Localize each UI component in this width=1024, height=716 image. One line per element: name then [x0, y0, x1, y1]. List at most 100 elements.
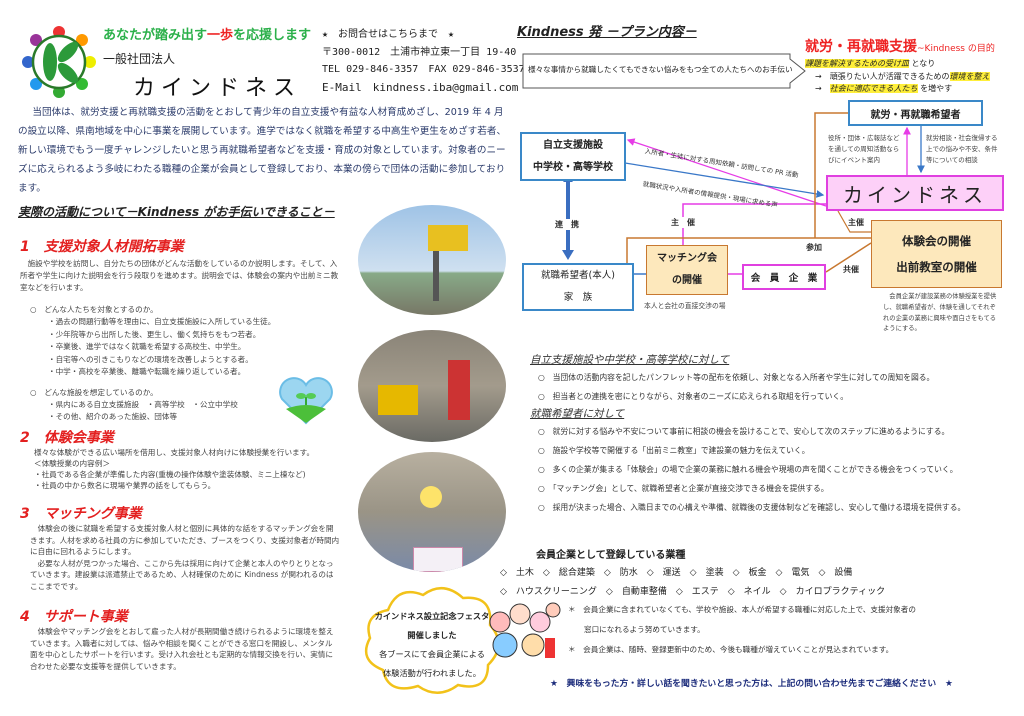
box-label: 中学校・高等学校: [533, 161, 613, 173]
section-body: 様々な体験ができる広い場所を借用し、支援対象人材向けに体験授業を行います。 ＜体験…: [34, 447, 345, 491]
footer-cta: ★ 興味をもった方・詳しい話を聞きたいと思った方は、上記の問い合わせ先までご連絡…: [550, 679, 953, 689]
section-title: 1 支援対象人材開拓事業: [20, 239, 184, 255]
plan-arrow-box: 様々な事情から就職したくてもできない悩みをもつ全ての人たちへのお手伝い: [522, 53, 808, 89]
section-title: 2 体験会事業: [20, 430, 114, 446]
list-item: ○ 担当者との連携を密にとりながら、対象者のニーズに応えられる取組を行っていく。: [538, 392, 849, 401]
section-body: 施設や学校を訪問し、自分たちの団体がどんな活動をしているのか説明します。そして、…: [20, 259, 339, 292]
goal-highlight: 課題を解決するための受け皿: [805, 59, 909, 68]
list-item: ＜体験授業の内容例＞: [34, 459, 110, 468]
person-box: 就職希望者(本人) 家 族: [522, 263, 634, 311]
pink-arrow-line: [626, 138, 827, 207]
note: ＊ 会員企業に含まれていなくても、学校や施設、本人が希望する職種に対応した上で、…: [568, 605, 916, 614]
members-box: 会 員 企 業: [742, 264, 826, 290]
section-1: 1 支援対象人材開拓事業 施設や学校を訪問し、自分たちの団体がどんな活動をしてい…: [20, 236, 340, 424]
section-body: 体験会の後に就職を希望する支援対象人材と個別に具体的な話をするマッチング会を開き…: [30, 524, 340, 556]
industries-row: ◇ ハウスクリーニング ◇ 自動車整備 ◇ エステ ◇ ネイル ◇ カイロプラク…: [500, 587, 886, 597]
intro-text: 当団体は、就労支援と再就職支援の活動をとおして青少年の自立支援や有益な人材育成め…: [18, 107, 507, 194]
org-type: 一般社団法人: [103, 52, 176, 66]
label-sanka: 参加: [806, 243, 822, 252]
list-item: ・過去の問題行動等を理由に、自立支援施設に入所している生徒。: [48, 317, 276, 326]
section-2: 2 体験会事業 様々な体験ができる広い場所を借用し、支援対象人材向けに体験授業を…: [20, 427, 345, 491]
section-body: 必要な人材が見つかった場合、ここから先は採用に向けて企業と本人のやりとりとなって…: [30, 558, 334, 591]
matching-box: マッチング会の開催: [646, 245, 728, 295]
list-item: ・卒業後、進学ではなく就職を希望する高校生、中学生。: [48, 342, 246, 351]
label-shusai: 主 催: [671, 217, 695, 228]
box-label: 自立支援施設: [543, 139, 603, 151]
festa-text: 各ブースにて会員企業による: [379, 649, 485, 659]
matching-note: 本人と会社の直接交渉の場: [644, 302, 726, 310]
box-label: 出前教室の開催: [896, 260, 977, 274]
contact-address: 〒300-0012 土浦市神立東一丁目 19-40: [322, 46, 517, 58]
industries-row: ◇ 土木 ◇ 総合建築 ◇ 防水 ◇ 運送 ◇ 塗装 ◇ 板金 ◇ 電気 ◇ 設…: [500, 568, 853, 578]
plan-title: Kindness 発 －プラン内容－: [517, 25, 697, 40]
box-label: 会 員 企 業: [750, 273, 818, 284]
section-text: 様々な体験ができる広い場所を借用し、支援対象人材向けに体験授業を行います。: [34, 448, 315, 457]
policies: 自立支援施設や中学校・高等学校に対して ○ 当団体の活動内容を記したパンフレット…: [530, 352, 965, 517]
box-label: 就労・再就職希望者: [870, 109, 961, 121]
list-item: ○ 「マッチング会」として、就職希望者と企業が直接交渉できる機会を提供する。: [538, 484, 829, 493]
festa-subtitle: 開催しました: [407, 630, 457, 640]
label-kyosai: 共催: [843, 265, 859, 274]
goal-text: となり: [909, 59, 936, 68]
label-shusai: 主催: [848, 218, 864, 227]
kindness-box: カインドネス: [826, 175, 1004, 211]
list-item: ・社員の中から数名に現場や業界の話をしてもらう。: [34, 481, 216, 490]
policy-heading: 自立支援施設や中学校・高等学校に対して: [530, 354, 730, 366]
tagline: あなたが踏み出す一歩を応援します: [103, 28, 312, 43]
facility-list: ・県内にある自立支援施設 ・高等学校 ・公立中学校・その他、紹介のあった施設、団…: [48, 399, 340, 424]
note-left: 役所・団体・広報誌などを通しての周知活動ならびにイベント案内: [828, 134, 900, 164]
contact-tel: TEL 029-846-3357 FAX 029-846-3537: [322, 64, 525, 75]
section-4: 4 サポート事業 体験会やマッチング会をとおして雇った人材が長期間働き続けられる…: [20, 606, 340, 672]
taiken-box: 体験会の開催出前教室の開催: [871, 220, 1002, 288]
goal-text: を増やす: [917, 84, 953, 93]
industries-notes: ＊ 会員企業に含まれていなくても、学校や施設、本人が希望する職種に対応した上で、…: [568, 600, 916, 660]
list-item: ・社員である各企業が準備した内容(重機の操作体験や塗装体験、ミニ上棟など): [34, 470, 306, 479]
policy-list: ○ 就労に対する悩みや不安について事前に相談の機会を設けることで、安心して次のス…: [538, 422, 965, 517]
list-item: ○ 就労に対する悩みや不安について事前に相談の機会を設けることで、安心して次のス…: [538, 427, 950, 436]
list-item: ・自宅等への引きこもりなどの環境を改善しようとする者。: [48, 354, 253, 364]
policy-heading: 就職希望者に対して: [530, 408, 625, 420]
seekers-box: 就労・再就職希望者: [848, 100, 983, 126]
goal-title: 就労・再就職支援: [805, 39, 917, 55]
box-label: の開催: [672, 275, 702, 286]
facility-box: 自立支援施設中学校・高等学校: [520, 132, 626, 181]
section-title: 4 サポート事業: [20, 609, 128, 625]
photo-crane: [358, 205, 506, 315]
box-label: 就職希望者(本人): [541, 270, 615, 281]
list-item: ○ 施設や学校等で開催する「出前ミニ教室」で建設業の魅力を伝えていく。: [538, 446, 810, 455]
note-right: 就労相談・社会復帰する上での悩みや不安、条件等についての相談: [926, 134, 998, 164]
box-label: 体験会の開催: [902, 234, 971, 248]
goal-subtitle: ~Kindness の目的: [917, 44, 995, 54]
festa-cloud: カインドネス設立記念フェスタ 開催しました 各ブースにて会員企業による 体験活動…: [358, 580, 506, 698]
section-title: 3 マッチング事業: [20, 506, 142, 522]
contact-email[interactable]: E-Mail kindness.iba@gmail.com: [322, 80, 519, 94]
list-item: ○ 当団体の活動内容を記したパンフレット等の配布を依頼し、対象となる入所者や学生…: [538, 373, 935, 382]
box-label: マッチング会: [657, 253, 717, 264]
label-renkei: 連 携: [555, 219, 579, 230]
cartoon-people-image: [485, 600, 565, 666]
industries-title: 会員企業として登録している業種: [536, 550, 686, 561]
question: ○ どんな人たちを対象とするのか。: [30, 305, 158, 314]
section-3: 3 マッチング事業 体験会の後に就職を希望する支援対象人材と個別に具体的な話をす…: [20, 503, 340, 592]
goal-highlight: 環境を整え: [949, 71, 990, 81]
heart-sprout-image: [276, 375, 336, 429]
note: ＊ 会員企業は、随時、登録更新中のため、今後も職種が増えていくことが見込まれてい…: [568, 645, 894, 654]
box-label: 家 族: [563, 292, 593, 303]
blue-arrow-line: [624, 162, 825, 198]
festa-title: カインドネス設立記念フェスタ: [374, 611, 490, 621]
target-list: ・過去の問題行動等を理由に、自立支援施設に入所している生徒。・少年院等から出所し…: [48, 316, 340, 379]
contact: ★ お問合せはこちらまで ★ 〒300-0012 土浦市神立東一丁目 19-40…: [322, 26, 525, 96]
list-item: ○ 採用が決まった場合、入職日までの心構えや準備、就職後の支援体制などを確認し、…: [538, 503, 966, 512]
activities-heading: 実際の活動について－Kindness がお手伝いできること－: [18, 205, 335, 219]
box-label: カインドネス: [843, 182, 987, 207]
list-item: ・県内にある自立支援施設 ・高等学校 ・公立中学校: [48, 399, 238, 409]
photo-booth: [358, 452, 506, 572]
photo-excavator: [358, 330, 506, 442]
taiken-note: 会員企業が建設業務の体験授業を提供し、就職希望者が、体験を通してそれぞれの企業の…: [883, 293, 997, 333]
logo: [22, 24, 96, 98]
list-item: ・その他、紹介のあった施設、団体等: [48, 412, 178, 421]
plan-arrow-text: 様々な事情から就職したくてもできない悩みをもつ全ての人たちへのお手伝い: [528, 65, 793, 74]
goal-text: →: [815, 84, 830, 93]
section-body: 体験会やマッチング会をとおして雇った人材が長期間働き続けられるように環境を整えて…: [30, 627, 334, 671]
contact-title: ★ お問合せはこちらまで ★: [322, 29, 455, 40]
